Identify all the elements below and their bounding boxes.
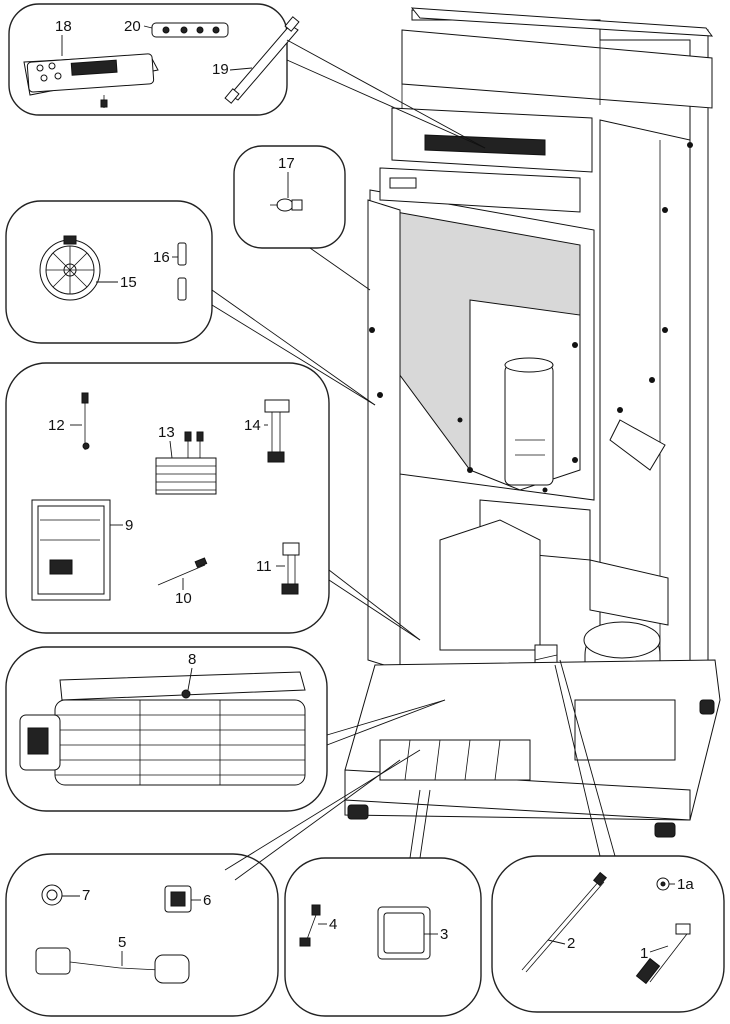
pressure-switch-part <box>81 392 90 450</box>
panel-igniter: 1a 2 1 <box>491 855 725 1013</box>
panel-electronics: 12 13 14 9 10 11 <box>5 362 330 634</box>
probe-part <box>635 923 691 985</box>
callout-12: 12 <box>48 417 65 434</box>
callout-1a: 1a <box>677 876 694 893</box>
panel-fan-assembly: 16 15 <box>5 200 213 344</box>
callout-1: 1 <box>640 945 648 962</box>
connector-cable-part <box>264 399 290 463</box>
fuse-holder-part <box>41 884 63 906</box>
panel-thermostat: 17 <box>233 145 346 249</box>
thermostat-part <box>270 198 303 212</box>
callout-10: 10 <box>175 590 192 607</box>
tangential-fan-part <box>19 671 306 786</box>
cover-plate-part <box>377 906 431 960</box>
fuse-part <box>177 242 187 301</box>
callout-18: 18 <box>55 18 72 35</box>
power-switch-part <box>164 885 192 913</box>
panel-control-display: 18 20 19 <box>8 3 300 116</box>
ribbon-cable-part <box>224 16 300 104</box>
callout-9: 9 <box>125 517 133 534</box>
combustion-fan-part <box>39 235 101 301</box>
wiring-harness-part <box>155 431 217 495</box>
washer-part <box>656 877 670 891</box>
power-cord-part <box>35 947 190 984</box>
stove-body <box>344 7 721 838</box>
callout-15: 15 <box>120 274 137 291</box>
callout-16: 16 <box>153 249 170 266</box>
callout-3: 3 <box>440 926 448 943</box>
callout-14: 14 <box>244 417 261 434</box>
panel-cover: 4 3 <box>284 857 482 1017</box>
keypad-part <box>151 22 229 38</box>
callout-4: 4 <box>329 916 337 933</box>
panel-convection-fan: 8 <box>5 646 328 812</box>
relay-cable-part <box>281 542 300 595</box>
callout-8: 8 <box>188 651 196 668</box>
callout-5: 5 <box>118 934 126 951</box>
control-board-part <box>31 499 111 601</box>
display-panel-part <box>23 53 159 108</box>
igniter-part <box>521 871 607 973</box>
callout-7: 7 <box>82 887 90 904</box>
temperature-probe-part <box>157 557 208 586</box>
panel-switches: 7 6 5 <box>5 853 279 1017</box>
callout-20: 20 <box>124 18 141 35</box>
callout-6: 6 <box>203 892 211 909</box>
callout-17: 17 <box>278 155 295 172</box>
wire-connector-part <box>299 904 321 947</box>
callout-13: 13 <box>158 424 175 441</box>
callout-19: 19 <box>212 61 229 78</box>
callout-2: 2 <box>567 935 575 952</box>
callout-11: 11 <box>256 558 272 575</box>
